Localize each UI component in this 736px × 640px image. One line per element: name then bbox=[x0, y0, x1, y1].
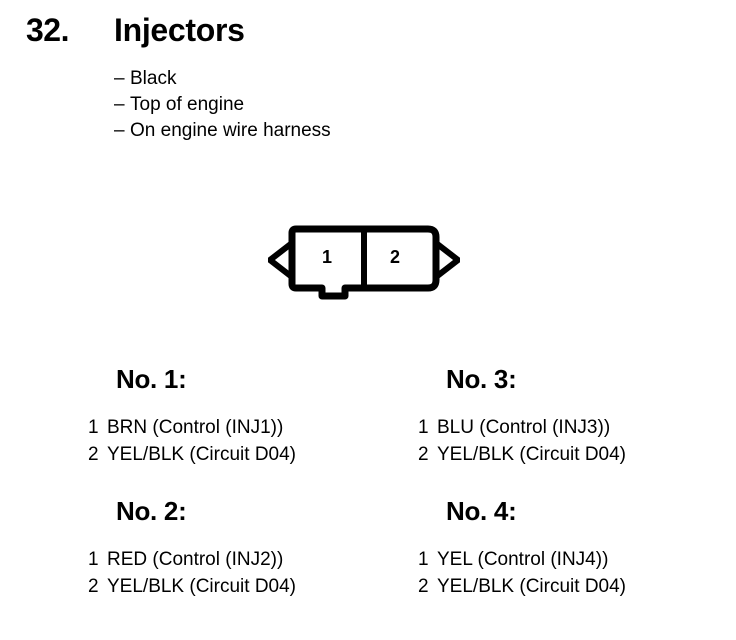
pin-description: YEL/BLK (Circuit D04) bbox=[437, 444, 627, 465]
pin-row: 2 YEL/BLK (Circuit D04) bbox=[418, 441, 626, 468]
pin-description: YEL/BLK (Circuit D04) bbox=[107, 444, 297, 465]
pin-description: YEL/BLK (Circuit D04) bbox=[107, 576, 297, 597]
pin-description: YEL/BLK (Circuit D04) bbox=[437, 576, 627, 597]
pinout-block-heading: No. 1: bbox=[116, 364, 187, 394]
dash-icon: – bbox=[114, 94, 125, 115]
pinout-block-injector-1: No. 1: 1 BRN (Control (INJ1)) 2 YEL/BLK … bbox=[88, 366, 296, 468]
pin-number: 1 bbox=[88, 549, 99, 570]
pin-row: 1 RED (Control (INJ2)) bbox=[88, 546, 296, 573]
list-item-label: Top of engine bbox=[130, 94, 245, 115]
pin-row: 1 BRN (Control (INJ1)) bbox=[88, 414, 296, 441]
list-item: – Black bbox=[114, 66, 534, 92]
page-title: Injectors bbox=[114, 12, 245, 48]
pin-row: 2 YEL/BLK (Circuit D04) bbox=[88, 441, 296, 468]
connector-shape-svg bbox=[268, 225, 460, 300]
pinout-block-heading: No. 3: bbox=[446, 364, 517, 394]
pin-row: 1 BLU (Control (INJ3)) bbox=[418, 414, 626, 441]
pinout-block-injector-4: No. 4: 1 YEL (Control (INJ4)) 2 YEL/BLK … bbox=[418, 498, 626, 600]
pinout-block-heading: No. 2: bbox=[116, 496, 187, 526]
pin-row: 2 YEL/BLK (Circuit D04) bbox=[418, 573, 626, 600]
pin-number: 1 bbox=[418, 549, 429, 570]
pin-row: 2 YEL/BLK (Circuit D04) bbox=[88, 573, 296, 600]
pin-number: 2 bbox=[88, 444, 99, 465]
list-item-label: On engine wire harness bbox=[130, 120, 331, 141]
pin-description: BLU (Control (INJ3)) bbox=[437, 417, 611, 438]
connector-diagram: 1 2 bbox=[268, 218, 460, 302]
list-item: – Top of engine bbox=[114, 92, 534, 118]
pin-number: 1 bbox=[418, 417, 429, 438]
pinout-block-heading: No. 4: bbox=[446, 496, 517, 526]
list-item-label: Black bbox=[130, 68, 177, 89]
dash-icon: – bbox=[114, 68, 125, 89]
pin-number: 2 bbox=[88, 576, 99, 597]
pin-number: 2 bbox=[418, 444, 429, 465]
pinout-block-injector-3: No. 3: 1 BLU (Control (INJ3)) 2 YEL/BLK … bbox=[418, 366, 626, 468]
pinout-block-injector-2: No. 2: 1 RED (Control (INJ2)) 2 YEL/BLK … bbox=[88, 498, 296, 600]
description-bullet-list: – Black – Top of engine – On engine wire… bbox=[114, 66, 534, 144]
pin-number: 2 bbox=[418, 576, 429, 597]
dash-icon: – bbox=[114, 120, 125, 141]
pin-description: YEL (Control (INJ4)) bbox=[437, 549, 609, 570]
list-item: – On engine wire harness bbox=[114, 118, 534, 144]
pin-row: 1 YEL (Control (INJ4)) bbox=[418, 546, 626, 573]
pin-description: BRN (Control (INJ1)) bbox=[107, 417, 284, 438]
item-number: 32. bbox=[26, 12, 69, 48]
pin-number: 1 bbox=[88, 417, 99, 438]
connector-pin-label-1: 1 bbox=[322, 247, 333, 267]
connector-pin-label-2: 2 bbox=[390, 247, 401, 267]
pin-description: RED (Control (INJ2)) bbox=[107, 549, 284, 570]
